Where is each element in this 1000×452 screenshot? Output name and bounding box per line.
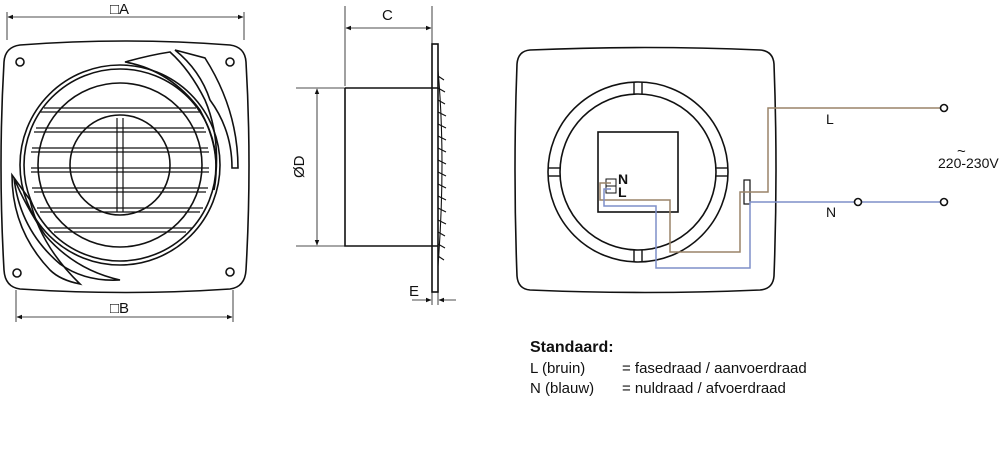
terminal-n-label: N: [618, 171, 628, 187]
legend: Standaard: L (bruin) = fasedraad / aanvo…: [530, 338, 807, 399]
voltage-label: 220-230V: [938, 155, 999, 171]
wire-n-label: N: [826, 204, 836, 220]
legend-value: = fasedraad / aanvoerdraad: [622, 360, 807, 377]
dim-d-label: ØD: [291, 155, 308, 178]
legend-key: N (blauw): [530, 380, 595, 397]
legend-key: L (bruin): [530, 360, 586, 377]
wire-l-label: L: [826, 111, 834, 127]
dim-b-label: □B: [110, 300, 129, 317]
legend-row: N (blauw) = nuldraad / afvoerdraad: [530, 379, 807, 399]
legend-title: Standaard:: [530, 339, 614, 356]
wiring-view: [514, 46, 777, 294]
legend-row: L (bruin) = fasedraad / aanvoerdraad: [530, 359, 807, 379]
dim-c-label: C: [382, 7, 393, 24]
supply-terminals: [853, 103, 949, 207]
dim-a-label: □A: [110, 1, 129, 18]
side-view: [296, 6, 456, 305]
legend-value: = nuldraad / afvoerdraad: [622, 380, 786, 397]
wire-blue: [603, 188, 944, 269]
ac-symbol: ~: [957, 143, 966, 160]
wire-brown: [599, 107, 944, 253]
front-view: [0, 12, 250, 322]
dim-e-label: E: [409, 283, 419, 300]
terminal-l-label: L: [618, 184, 627, 200]
